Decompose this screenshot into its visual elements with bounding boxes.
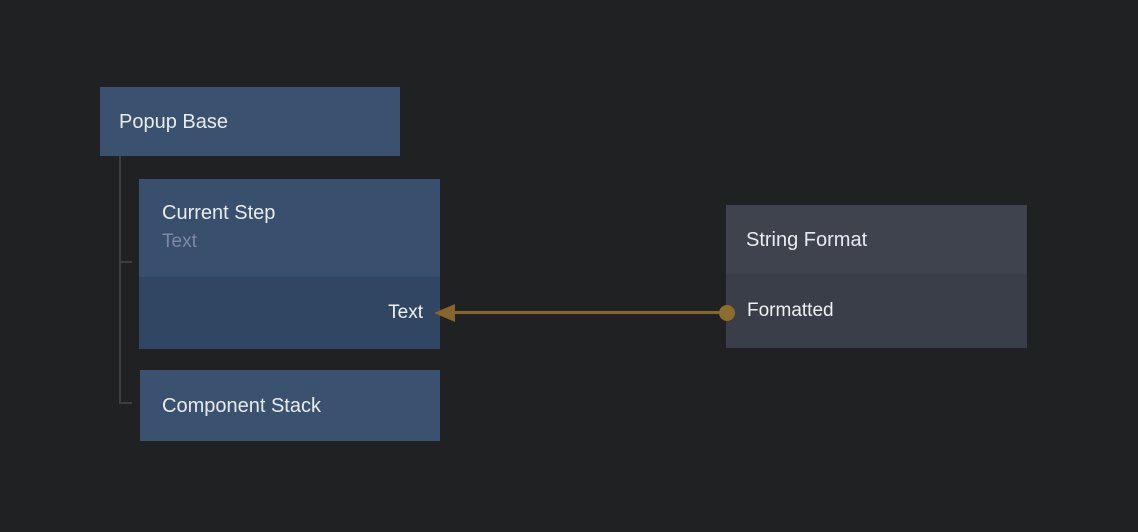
string-format-output-port-formatted[interactable]: Formatted [726, 274, 1027, 348]
node-current-step[interactable]: Current Step Text Text [139, 179, 440, 349]
string-format-header[interactable]: String Format [726, 205, 1027, 274]
tree-connector-vertical [119, 156, 121, 404]
string-format-output-port-label: Formatted [747, 300, 834, 321]
current-step-subtitle: Text [162, 231, 197, 252]
current-step-input-port-label: Text [388, 302, 423, 323]
string-format-title: String Format [746, 228, 868, 251]
connection-wire[interactable] [449, 311, 727, 314]
node-popup-base[interactable]: Popup Base [100, 87, 400, 156]
popup-base-title: Popup Base [119, 110, 228, 133]
connection-output-dot[interactable] [719, 305, 735, 321]
current-step-title: Current Step [162, 202, 276, 224]
current-step-header[interactable]: Current Step Text [139, 179, 440, 277]
tree-connector-branch-current-step [121, 261, 132, 263]
node-component-stack[interactable]: Component Stack [140, 370, 440, 441]
current-step-input-port-text[interactable]: Text [139, 277, 440, 349]
component-stack-title: Component Stack [162, 394, 321, 417]
node-string-format[interactable]: String Format Formatted [726, 205, 1027, 348]
tree-connector-branch-component-stack [121, 402, 132, 404]
connection-arrowhead-icon [434, 304, 455, 322]
